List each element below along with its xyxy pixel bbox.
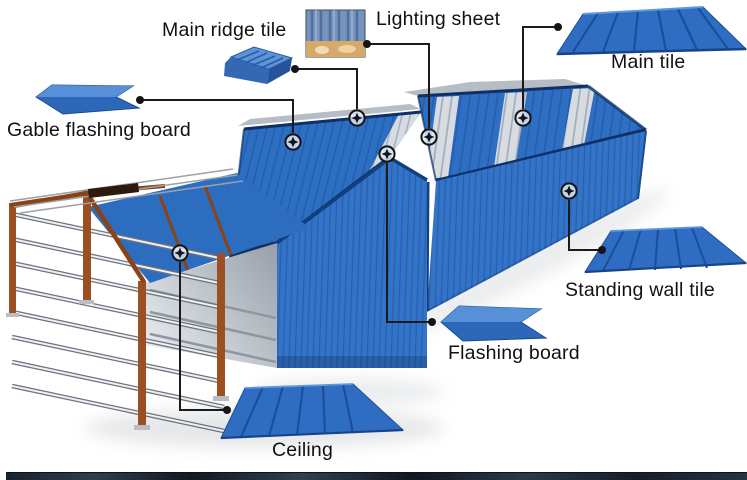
leader-gable-flashing-board [140,99,294,133]
dot-icon [223,406,231,414]
standing-wall-tile-graphic [584,226,747,274]
label-lighting-sheet: Lighting sheet [376,8,501,30]
leader-lighting-sheet [367,43,430,128]
label-ceiling: Ceiling [272,439,334,461]
main-wall-left-edge [425,181,430,312]
mid-front-wall-corrugation [277,158,427,368]
leader-ceiling [179,262,227,411]
dot-icon [363,40,371,48]
label-main-tile: Main tile [611,51,686,73]
dot-icon [291,65,299,73]
frame-ridge-opening [88,183,139,198]
leader-standing-wall-tile [568,200,602,251]
leader-anchor-dots [136,23,606,414]
part-markers [171,109,578,262]
main-wall-right-edge [637,130,647,200]
gable-flashing-board-graphic [35,84,141,115]
dot-icon [428,318,436,326]
ceiling-tile-graphic [220,383,405,440]
main-building [404,79,647,312]
frame-columns [6,190,229,430]
label-flashing-board: Flashing board [448,342,580,364]
label-gable-flashing-board: Gable flashing board [7,119,191,141]
crosshair-marker-main-ridge-tile [348,109,366,127]
lighting-sheet-photo [305,9,366,58]
ceiling-panel-rafters [158,185,237,277]
crosshair-marker-main-tile [514,109,532,127]
leader-lines [140,26,602,411]
main-ridge-tile-graphic [224,46,294,84]
ceiling-panels-plane [88,173,310,283]
dot-icon [554,23,562,31]
steel-frame [6,168,310,434]
crosshair-marker-flashing-board [378,145,396,163]
dot-icon [598,246,606,254]
label-main-ridge-tile: Main ridge tile [162,19,287,41]
main-roof-skylight-strips [418,86,646,181]
bottom-image-edge-strip [6,472,747,480]
dot-icon [136,96,144,104]
main-wall-corrugation [427,131,646,312]
crosshair-marker-lighting-sheet [420,128,438,146]
leader-main-tile [522,26,558,109]
crosshair-marker-ceiling [171,244,189,262]
frame-girts [11,211,225,434]
label-standing-wall-tile: Standing wall tile [565,279,715,301]
leader-main-ridge-tile [295,68,358,109]
mid-roof-far-slope [238,104,421,126]
main-tile-graphic [556,6,747,56]
flashing-board-graphic [440,305,548,342]
crosshair-marker-gable-flashing-board [284,133,302,151]
main-roof-trim [417,84,647,183]
crosshair-marker-standing-wall-tile [560,182,578,200]
main-roof-far-slope [404,79,588,96]
leader-flashing-board [386,163,432,323]
